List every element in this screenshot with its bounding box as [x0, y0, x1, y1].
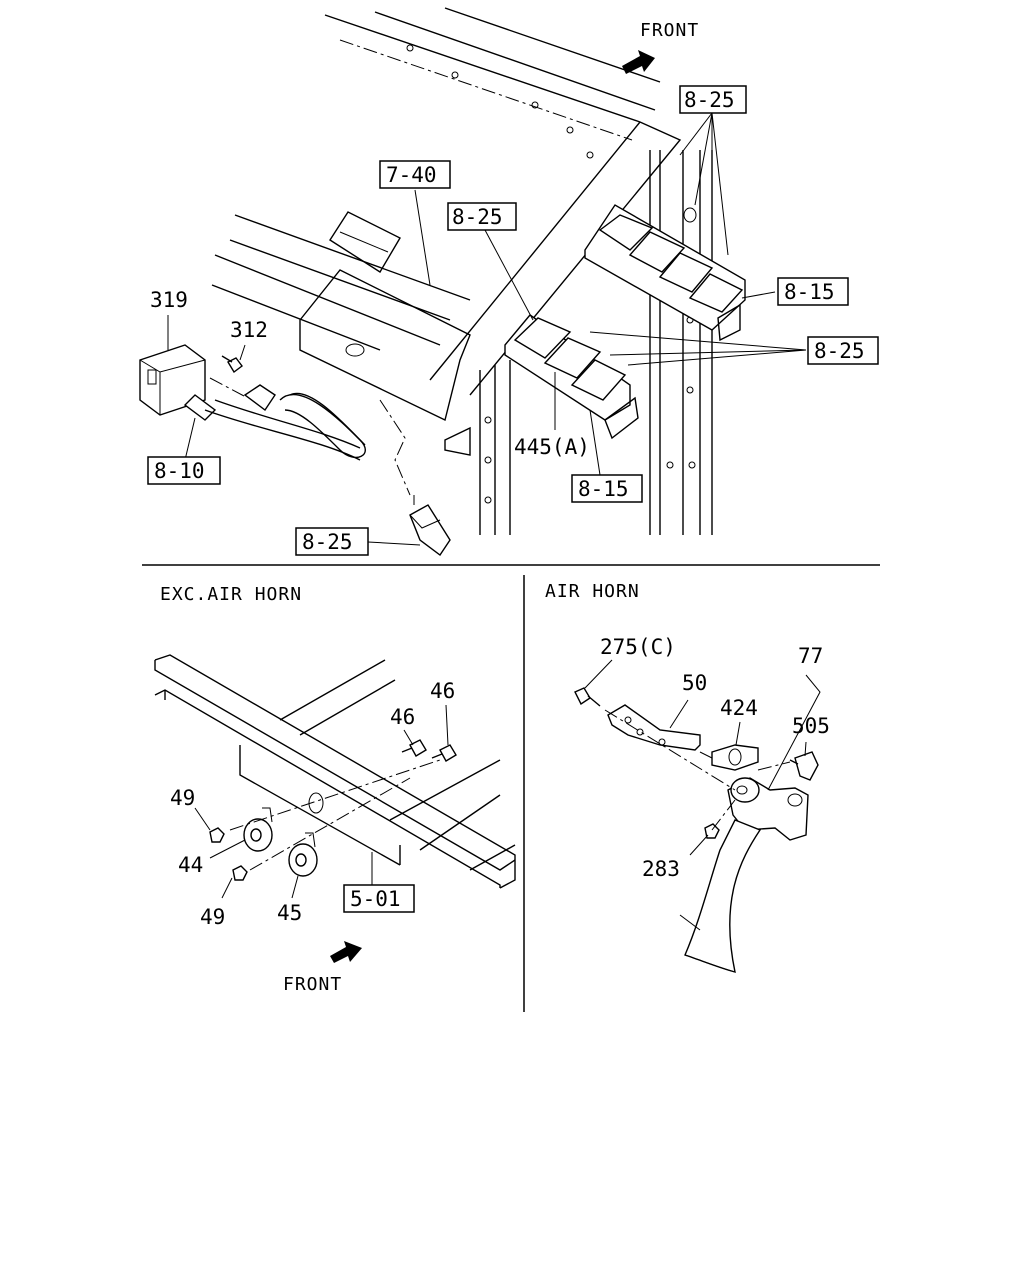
callout-8-25-right: 8-25	[814, 339, 865, 363]
top-section: FRONT	[139, 7, 879, 557]
leader-lines-bottom-right	[584, 659, 821, 856]
callout-box	[679, 85, 747, 114]
callout-8-25-mid: 8-25	[452, 205, 503, 229]
part-number-46b: 46	[390, 705, 415, 729]
switch-8-25-bottom	[409, 495, 451, 557]
callout-8-25-bottom: 8-25	[302, 530, 353, 554]
part-number-50: 50	[682, 671, 707, 695]
leader-lines-top	[167, 112, 807, 546]
part-number-319: 319	[150, 288, 188, 312]
horn-44	[243, 807, 273, 852]
cab-frame	[211, 7, 682, 422]
callout-box	[777, 277, 849, 306]
bolt-275c	[574, 687, 601, 707]
air-horn-section: AIR HORN	[545, 581, 830, 973]
relay-319	[139, 344, 206, 416]
section-title-exc-air-horn: EXC.AIR HORN	[160, 584, 302, 605]
part-number-445a: 445(A)	[514, 435, 590, 459]
part-number-49b: 49	[200, 905, 225, 929]
callout-box	[295, 527, 369, 556]
section-title-air-horn: AIR HORN	[545, 581, 640, 602]
part-number-275c: 275(C)	[600, 635, 676, 659]
callout-box	[447, 202, 517, 231]
callout-8-25-top: 8-25	[684, 88, 735, 112]
front-label-bottom: FRONT	[283, 974, 342, 995]
lower-step	[504, 314, 639, 440]
part-number-424: 424	[720, 696, 758, 720]
horn-45	[288, 832, 318, 877]
nut-49a	[209, 827, 225, 843]
air-horn-77	[679, 777, 809, 973]
bolts-46	[401, 739, 457, 762]
harness-8-10	[183, 384, 366, 461]
part-number-77: 77	[798, 644, 823, 668]
callout-8-15-bottom: 8-15	[578, 477, 629, 501]
front-label-top: FRONT	[640, 20, 699, 41]
part-number-45: 45	[277, 901, 302, 925]
callout-box	[147, 456, 221, 485]
nut-49b	[232, 865, 248, 881]
part-number-283: 283	[642, 857, 680, 881]
part-number-312: 312	[230, 318, 268, 342]
callout-5-01: 5-01	[350, 887, 401, 911]
callout-7-40: 7-40	[386, 163, 437, 187]
part-number-49a: 49	[170, 786, 195, 810]
front-arrow-icon	[622, 50, 655, 74]
bracket-50	[607, 704, 701, 751]
part-number-44: 44	[178, 853, 203, 877]
part-number-505: 505	[792, 714, 830, 738]
front-arrow-icon	[330, 941, 362, 963]
callout-box	[343, 884, 415, 913]
callout-8-10: 8-10	[154, 459, 205, 483]
elbow-505	[789, 751, 819, 781]
callout-box	[571, 474, 643, 503]
bolt-312	[221, 355, 243, 374]
fitting-424	[711, 744, 759, 771]
callout-box	[807, 336, 879, 365]
leader-lines-bottom-left	[194, 704, 449, 899]
callout-box	[379, 160, 451, 189]
callout-8-15-right: 8-15	[784, 280, 835, 304]
upper-step	[584, 204, 746, 342]
frame-rail	[154, 654, 516, 889]
exc-air-horn-section: EXC.AIR HORN	[154, 584, 516, 995]
part-number-46a: 46	[430, 679, 455, 703]
